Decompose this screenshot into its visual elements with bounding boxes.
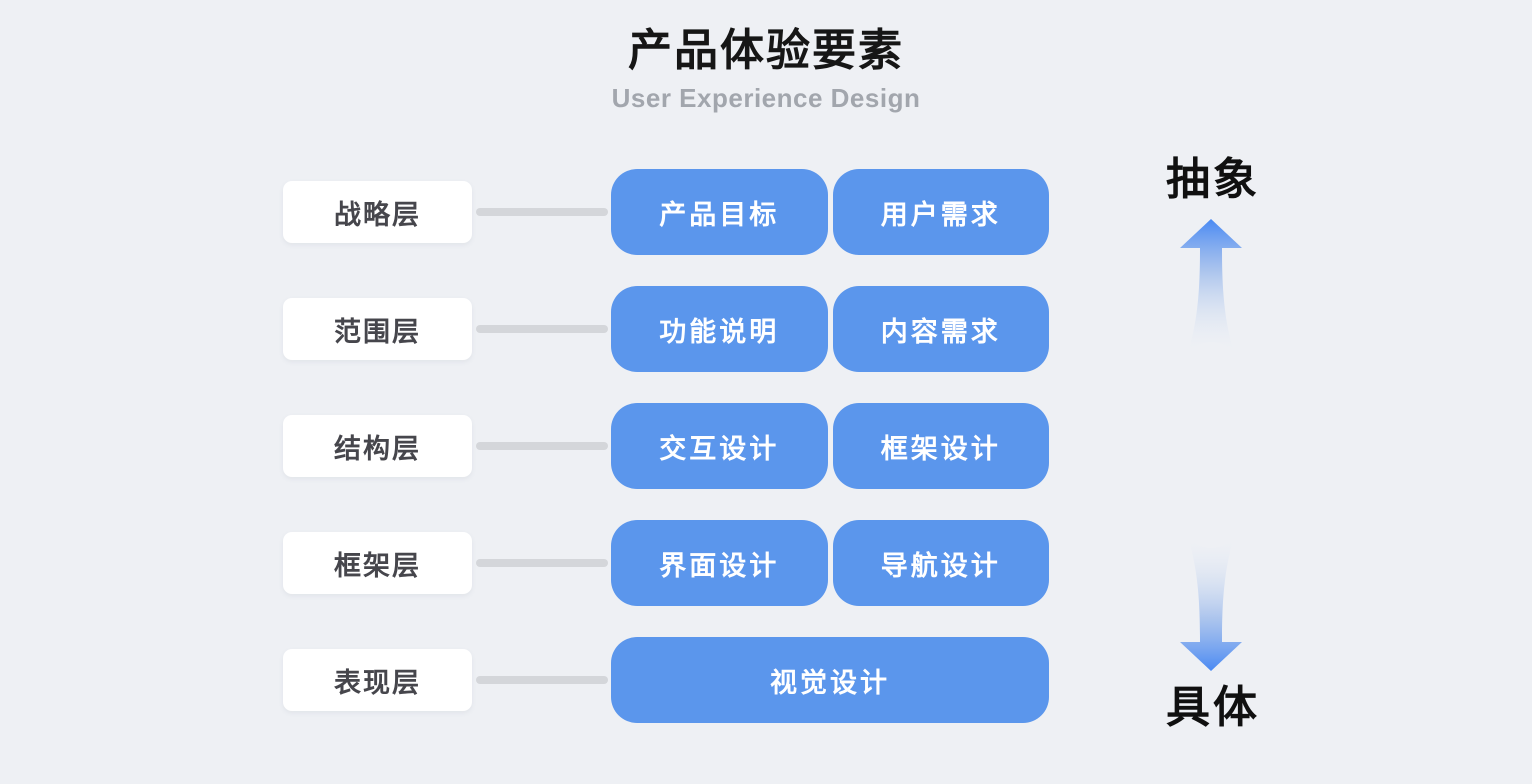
connector-line — [476, 559, 608, 567]
element-cells: 产品目标 用户需求 — [611, 169, 1049, 255]
element-box-visual-design: 视觉设计 — [611, 637, 1049, 723]
element-box-interface-design: 界面设计 — [611, 520, 828, 606]
element-cells: 功能说明 内容需求 — [611, 286, 1049, 372]
element-box-navigation-design: 导航设计 — [832, 520, 1049, 606]
layer-label-scope: 范围层 — [283, 298, 472, 360]
page-subtitle: User Experience Design — [611, 82, 921, 113]
element-box-user-needs: 用户需求 — [832, 169, 1049, 255]
layer-label-surface: 表现层 — [283, 649, 472, 711]
element-box-product-goals: 产品目标 — [611, 169, 828, 255]
connector-line — [476, 325, 608, 333]
down-arrow-icon — [1180, 538, 1242, 671]
element-box-framework-design: 框架设计 — [832, 403, 1049, 489]
layer-row-strategy: 战略层 产品目标 用户需求 — [0, 169, 1532, 255]
connector-line — [476, 208, 608, 216]
element-box-functional-specs: 功能说明 — [611, 286, 828, 372]
layer-row-scope: 范围层 功能说明 内容需求 — [0, 286, 1532, 372]
element-cells: 视觉设计 — [611, 637, 1049, 723]
element-cells: 交互设计 框架设计 — [611, 403, 1049, 489]
element-box-content-requirements: 内容需求 — [832, 286, 1049, 372]
connector-line — [476, 442, 608, 450]
diagram-header: 产品体验要素 User Experience Design — [0, 26, 1532, 114]
page-title: 产品体验要素 — [628, 26, 904, 75]
connector-line — [476, 676, 608, 684]
layer-label-strategy: 战略层 — [283, 181, 472, 243]
axis-label-abstract: 抽象 — [1166, 155, 1260, 204]
layer-row-skeleton: 框架层 界面设计 导航设计 — [0, 520, 1532, 606]
element-box-interaction-design: 交互设计 — [611, 403, 828, 489]
layer-label-structure: 结构层 — [283, 415, 472, 477]
axis-label-concrete: 具体 — [1166, 683, 1260, 732]
layer-label-skeleton: 框架层 — [283, 532, 472, 594]
up-arrow-icon — [1180, 219, 1242, 352]
layer-row-surface: 表现层 视觉设计 — [0, 637, 1532, 723]
layer-row-structure: 结构层 交互设计 框架设计 — [0, 403, 1532, 489]
element-cells: 界面设计 导航设计 — [611, 520, 1049, 606]
